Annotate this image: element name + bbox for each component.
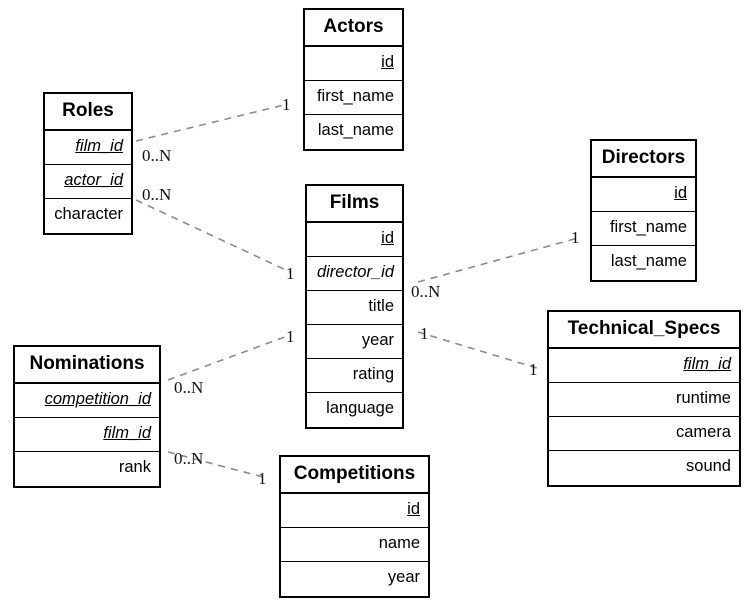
cardinality-films-directors-target: 1 <box>571 228 580 247</box>
entity-title-nominations: Nominations <box>15 347 159 384</box>
attribute-directors-last_name[interactable]: last_name <box>592 246 695 280</box>
attribute-roles-actor_id[interactable]: actor_id <box>45 165 131 199</box>
attribute-films-rating[interactable]: rating <box>307 359 402 393</box>
attribute-films-id[interactable]: id <box>307 223 402 257</box>
attribute-films-language[interactable]: language <box>307 393 402 427</box>
cardinality-roles-actors-source: 0..N <box>142 146 172 165</box>
cardinality-roles-films-target: 1 <box>286 264 295 283</box>
attribute-competitions-name[interactable]: name <box>281 528 428 562</box>
attribute-technical_specs-sound[interactable]: sound <box>549 451 739 485</box>
attribute-roles-film_id[interactable]: film_id <box>45 131 131 165</box>
cardinality-films-technical_specs-source: 1 <box>420 324 429 343</box>
attribute-technical_specs-film_id[interactable]: film_id <box>549 349 739 383</box>
cardinality-nominations-films-source: 0..N <box>174 378 204 397</box>
attribute-nominations-rank[interactable]: rank <box>15 452 159 486</box>
attribute-competitions-id[interactable]: id <box>281 494 428 528</box>
attribute-actors-id[interactable]: id <box>305 47 402 81</box>
attribute-films-title[interactable]: title <box>307 291 402 325</box>
attribute-roles-character[interactable]: character <box>45 199 131 233</box>
attribute-nominations-competition_id[interactable]: competition_id <box>15 384 159 418</box>
relationship-line-films-directors <box>417 237 579 283</box>
cardinality-roles-films-source: 0..N <box>142 185 172 204</box>
entity-title-technical_specs: Technical_Specs <box>549 312 739 349</box>
cardinality-nominations-competitions-target: 1 <box>258 469 267 488</box>
entity-title-competitions: Competitions <box>281 457 428 494</box>
relationship-line-roles-actors <box>135 103 289 142</box>
entity-title-roles: Roles <box>45 94 131 131</box>
cardinality-nominations-films-target: 1 <box>286 327 295 346</box>
attribute-technical_specs-runtime[interactable]: runtime <box>549 383 739 417</box>
relationship-line-roles-films <box>135 199 291 273</box>
attribute-directors-first_name[interactable]: first_name <box>592 212 695 246</box>
attribute-nominations-film_id[interactable]: film_id <box>15 418 159 452</box>
relationship-line-films-technical_specs <box>417 331 541 370</box>
attribute-directors-id[interactable]: id <box>592 178 695 212</box>
cardinality-roles-actors-target: 1 <box>282 95 291 114</box>
cardinality-nominations-competitions-source: 0..N <box>174 449 204 468</box>
cardinality-films-technical_specs-target: 1 <box>529 360 538 379</box>
attribute-films-director_id[interactable]: director_id <box>307 257 402 291</box>
relationship-line-nominations-films <box>167 334 291 381</box>
attribute-technical_specs-camera[interactable]: camera <box>549 417 739 451</box>
attribute-films-year[interactable]: year <box>307 325 402 359</box>
entity-title-films: Films <box>307 186 402 223</box>
attribute-actors-last_name[interactable]: last_name <box>305 115 402 149</box>
attribute-competitions-year[interactable]: year <box>281 562 428 596</box>
cardinality-films-directors-source: 0..N <box>411 282 441 301</box>
attribute-actors-first_name[interactable]: first_name <box>305 81 402 115</box>
entity-title-directors: Directors <box>592 141 695 178</box>
entity-title-actors: Actors <box>305 10 402 47</box>
